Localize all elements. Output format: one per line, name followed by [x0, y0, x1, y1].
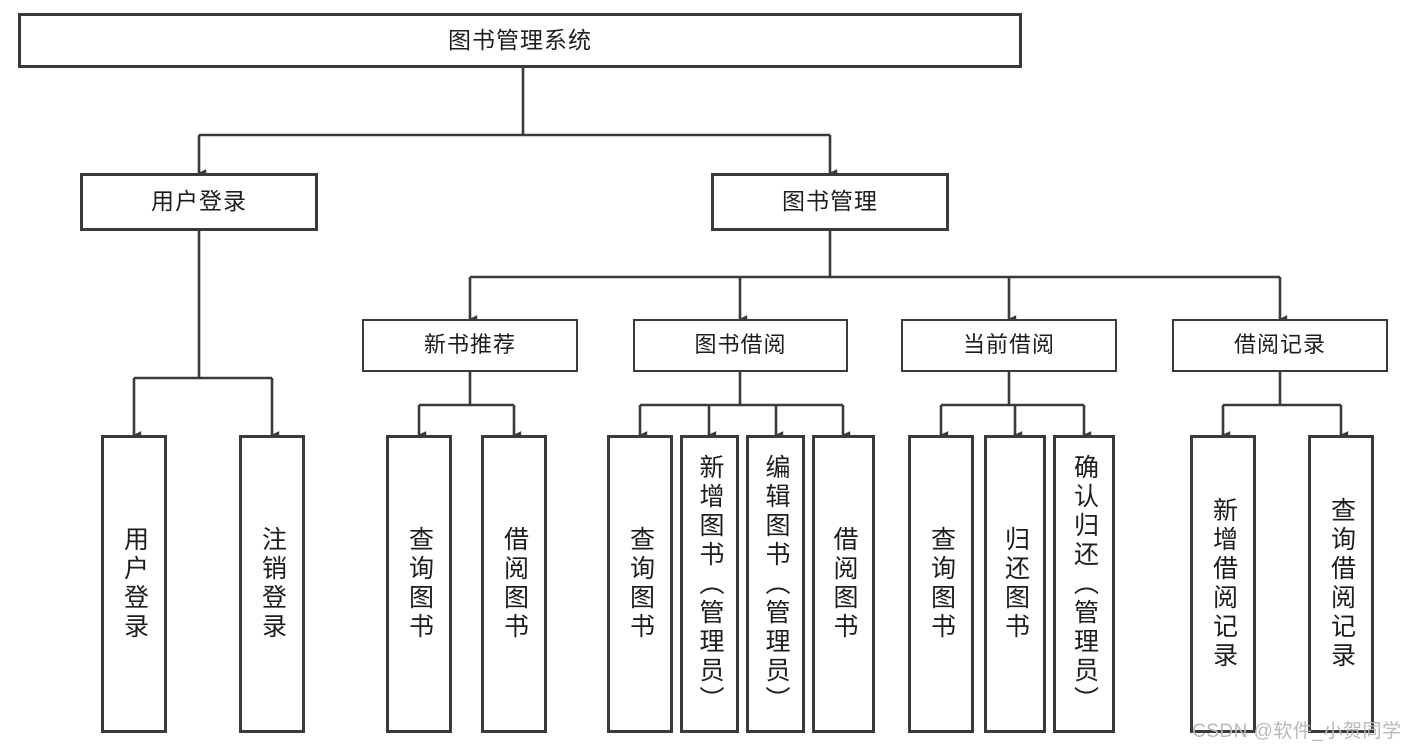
csdn-watermark: CSDN @软件_小贺同学	[1192, 721, 1402, 742]
node-leaf_query_book_3[interactable]: 查询图书	[908, 435, 974, 733]
node-leaf_return_book[interactable]: 归还图书	[984, 435, 1046, 733]
node-borrow_record-label: 借阅记录	[1233, 332, 1326, 358]
node-leaf_query_record-label: 查询借阅记录	[1327, 497, 1356, 671]
node-leaf_borrow_book_1-label: 借阅图书	[500, 526, 529, 642]
node-leaf_query_book_2-label: 查询图书	[626, 526, 655, 642]
node-user_login[interactable]: 用户登录	[80, 173, 318, 231]
node-leaf_add_record-label: 新增借阅记录	[1209, 497, 1238, 671]
node-root-label: 图书管理系统	[448, 26, 592, 53]
node-leaf_confirm_return[interactable]: 确认归还（管理员）	[1053, 435, 1115, 733]
node-leaf_borrow_book_2-label: 借阅图书	[830, 526, 858, 642]
node-borrow_record[interactable]: 借阅记录	[1172, 319, 1388, 372]
node-leaf_user_login-label: 用户登录	[120, 526, 149, 642]
node-book_manage-label: 图书管理	[782, 188, 878, 215]
node-book_borrow[interactable]: 图书借阅	[633, 319, 848, 372]
node-leaf_return_book-label: 归还图书	[1001, 526, 1030, 642]
node-current_borrow[interactable]: 当前借阅	[901, 319, 1117, 372]
node-leaf_query_book_1-label: 查询图书	[405, 526, 434, 642]
node-leaf_edit_book-label: 编辑图书（管理员）	[762, 453, 790, 715]
node-leaf_add_record[interactable]: 新增借阅记录	[1190, 435, 1256, 733]
node-leaf_add_book[interactable]: 新增图书（管理员）	[680, 435, 739, 733]
node-user_login-label: 用户登录	[151, 188, 247, 215]
node-leaf_query_book_2[interactable]: 查询图书	[607, 435, 673, 733]
node-current_borrow-label: 当前借阅	[962, 332, 1055, 358]
node-leaf_query_book_1[interactable]: 查询图书	[386, 435, 452, 733]
node-new_book_rec-label: 新书推荐	[423, 332, 516, 358]
node-leaf_query_record[interactable]: 查询借阅记录	[1308, 435, 1374, 733]
node-book_borrow-label: 图书借阅	[694, 332, 787, 358]
node-book_manage[interactable]: 图书管理	[711, 173, 949, 231]
node-leaf_logout-label: 注销登录	[258, 526, 287, 642]
node-leaf_query_book_3-label: 查询图书	[927, 526, 956, 642]
node-new_book_rec[interactable]: 新书推荐	[362, 319, 578, 372]
node-leaf_borrow_book_2[interactable]: 借阅图书	[812, 435, 875, 733]
node-leaf_add_book-label: 新增图书（管理员）	[696, 453, 724, 715]
node-leaf_user_login[interactable]: 用户登录	[101, 435, 167, 733]
node-leaf_confirm_return-label: 确认归还（管理员）	[1070, 453, 1099, 715]
node-leaf_logout[interactable]: 注销登录	[239, 435, 305, 733]
node-leaf_edit_book[interactable]: 编辑图书（管理员）	[746, 435, 805, 733]
node-leaf_borrow_book_1[interactable]: 借阅图书	[481, 435, 547, 733]
node-root-book-management-system[interactable]: 图书管理系统	[18, 13, 1022, 68]
